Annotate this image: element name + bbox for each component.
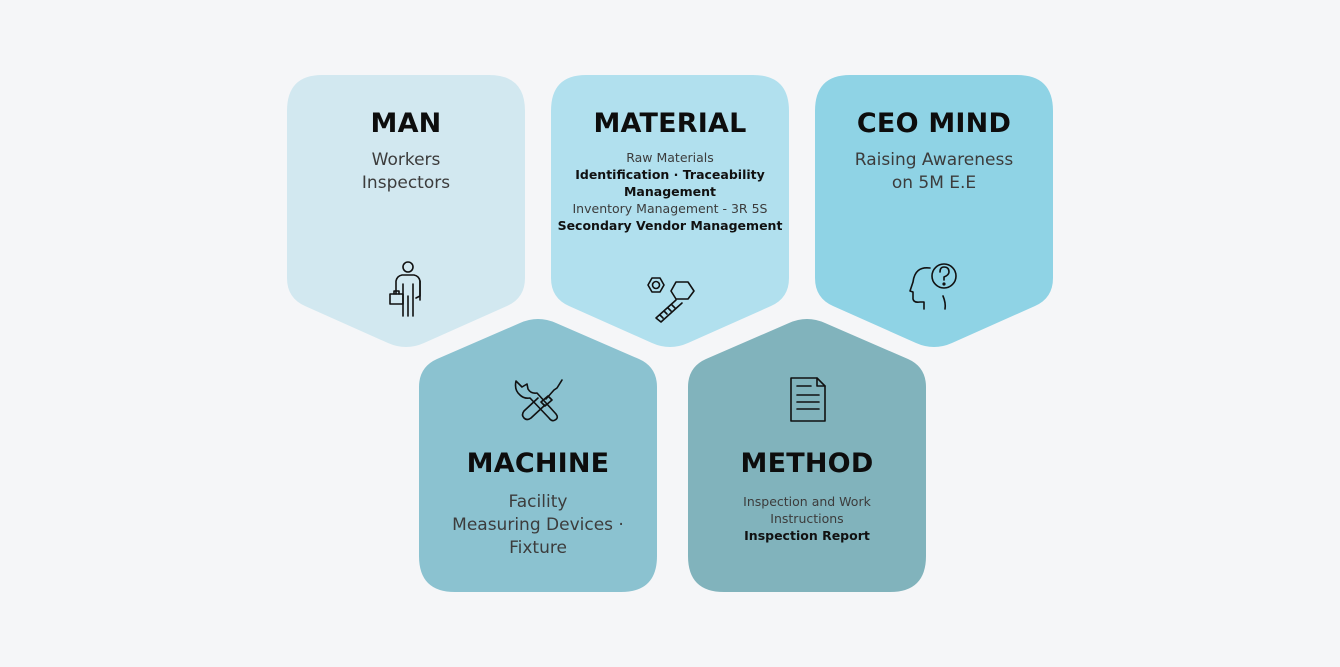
method-line-1: Inspection and Work [743,494,871,509]
ceo-mind-line-1: Raising Awareness [854,150,1014,170]
material-line-4: Inventory Management - 3R 5S [572,201,768,216]
wrench-screwdriver-icon [514,379,563,422]
material-line-5: Secondary Vendor Management [557,218,783,233]
method-line-3: Inspection Report [744,528,870,543]
bolt-nut-icon [647,277,695,323]
machine-title: MACHINE [466,448,610,479]
ceo-mind-title: CEO MIND [856,108,1012,139]
method-title: METHOD [740,448,874,479]
man-card: MAN Workers Inspectors [287,108,525,195]
man-line-1: Workers [371,150,441,170]
ceo-mind-shape [815,75,1053,347]
method-shape [688,319,926,592]
material-card: MATERIAL Raw Materials Identification · … [551,108,789,234]
head-question-icon [909,263,957,310]
machine-card: MACHINE Facility Measuring Devices · Fix… [419,448,657,560]
document-icon [790,377,826,422]
man-shape [287,75,525,347]
machine-line-3: Fixture [509,538,567,558]
ceo-mind-card: CEO MIND Raising Awareness on 5M E.E [815,108,1053,195]
material-title: MATERIAL [593,108,747,139]
machine-shape [419,319,657,592]
material-line-3: Management [623,184,716,199]
material-shape [551,75,789,347]
material-line-2: Identification · Traceability [575,167,765,182]
machine-line-1: Facility [508,492,568,512]
material-line-1: Raw Materials [626,150,714,165]
man-line-2: Inspectors [361,173,451,193]
method-card: METHOD Inspection and Work Instructions … [688,448,926,544]
worker-icon [389,261,421,317]
method-line-2: Instructions [770,511,844,526]
man-title: MAN [370,108,442,139]
machine-line-2: Measuring Devices · [452,515,624,535]
ceo-mind-line-2: on 5M E.E [891,173,977,193]
